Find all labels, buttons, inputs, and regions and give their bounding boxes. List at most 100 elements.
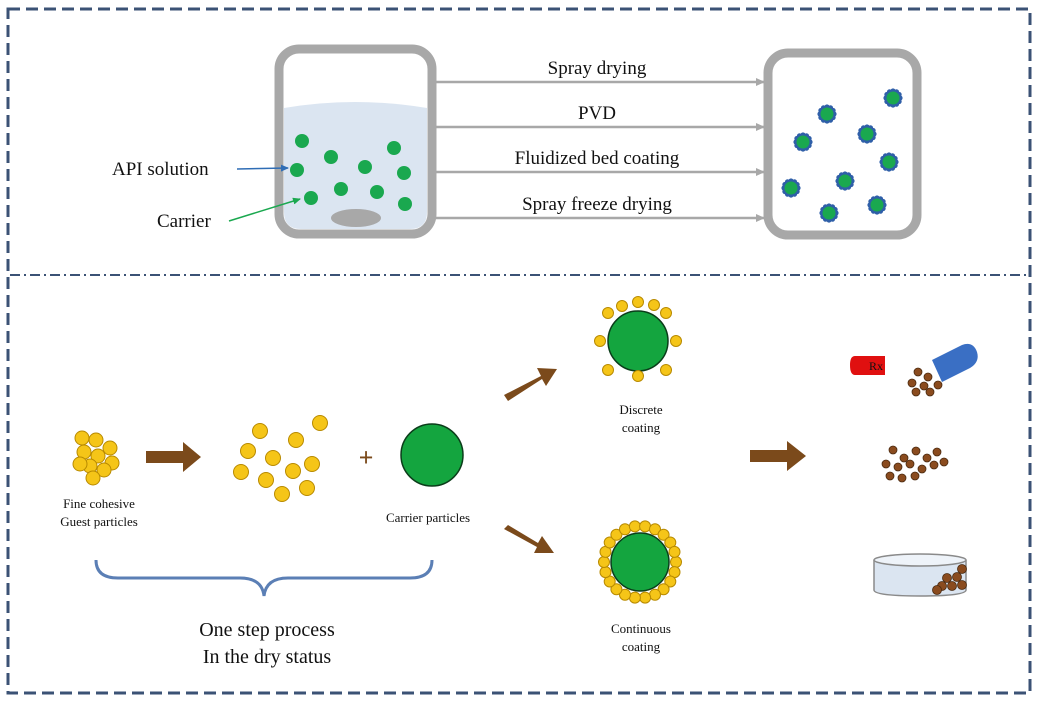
guest-particle [102, 440, 118, 456]
source-vessel [274, 44, 437, 239]
guest-bump [657, 528, 670, 541]
guest-particle [312, 415, 328, 431]
guest-bump [628, 520, 641, 533]
guest-label-line1: Fine cohesive [63, 496, 135, 511]
coated-core [822, 206, 836, 220]
coated-particle [835, 171, 855, 191]
guest-bump [648, 299, 660, 311]
guest-particle [90, 448, 106, 464]
powder-grain [911, 446, 921, 456]
guest-bump [602, 364, 614, 376]
powder-grain [881, 459, 891, 469]
process-line1: One step process [199, 619, 335, 641]
powder-grain [932, 447, 942, 457]
guest-bump [602, 307, 614, 319]
rx-text: Rx [869, 359, 883, 373]
continuous-line1: Continuous [611, 621, 671, 636]
powder-grain [910, 471, 920, 481]
guest-particle-cluster [72, 430, 120, 486]
guest-particle [85, 470, 101, 486]
guest-bump [598, 556, 610, 568]
coated-particle [883, 88, 903, 108]
api-solution-label: API solution [112, 159, 209, 180]
powder-grain [905, 459, 915, 469]
powder-grain [885, 471, 895, 481]
method-fluidized-bed: Fluidized bed coating [515, 148, 680, 169]
powder-grain [888, 445, 898, 455]
guest-particle [285, 463, 301, 479]
coated-core [820, 107, 834, 121]
guest-bump [660, 307, 672, 319]
powder-grain [952, 572, 962, 582]
coated-particle [793, 132, 813, 152]
powder-grain [957, 580, 967, 590]
carrier-particle [400, 423, 464, 487]
guest-particle [88, 432, 104, 448]
powder-grain [932, 585, 942, 595]
powder-grain [939, 457, 949, 467]
guest-bump [610, 583, 623, 596]
guest-bump [649, 588, 661, 601]
dish-icon [873, 553, 967, 597]
guest-particle [299, 480, 315, 496]
method-spray-drying: Spray drying [548, 58, 647, 79]
guest-bump [632, 296, 644, 308]
powder-grain [957, 564, 967, 574]
guest-particle [288, 432, 304, 448]
brown-arrow-1 [146, 442, 201, 472]
guest-bump [668, 545, 681, 558]
carrier-pointer [228, 197, 301, 222]
guest-bump [616, 300, 628, 312]
coated-particle [819, 203, 839, 223]
guest-particle [304, 456, 320, 472]
powder-grain [922, 453, 932, 463]
coated-core [796, 135, 810, 149]
coated-core [860, 127, 874, 141]
guest-label-line2: Guest particles [60, 514, 138, 529]
powder-grain [925, 387, 935, 397]
powder-grain [942, 573, 952, 583]
guest-bump [670, 335, 682, 347]
guest-particle [265, 450, 281, 466]
powder-grain [897, 473, 907, 483]
coated-particle [817, 104, 837, 124]
powder-grain [933, 380, 943, 390]
method-spray-freeze: Spray freeze drying [522, 194, 672, 215]
carrier-particles-label: Carrier particles [386, 510, 470, 525]
powder-grain [929, 460, 939, 470]
coated-core [882, 155, 896, 169]
guest-bump [628, 591, 641, 604]
guest-bump [610, 528, 623, 541]
guest-bump [657, 583, 670, 596]
powder-grain [911, 387, 921, 397]
guest-particle [252, 423, 268, 439]
guest-bump [599, 566, 612, 579]
coated-particles [781, 88, 903, 223]
guest-particle [233, 464, 249, 480]
guest-bump [594, 335, 606, 347]
coated-core [784, 181, 798, 195]
guest-bump [639, 520, 652, 533]
discrete-line2: coating [622, 420, 661, 435]
guest-particle [240, 443, 256, 459]
coated-particle [879, 152, 899, 172]
dish-powder [932, 564, 967, 595]
api-solution-pointer [236, 164, 289, 172]
powder-pile [881, 445, 949, 483]
brown-arrow-down [504, 525, 554, 553]
guest-particle [258, 472, 274, 488]
guest-bump [619, 523, 631, 536]
continuous-coating-particle [598, 520, 682, 604]
brown-arrow-up [504, 368, 557, 401]
guest-bump [619, 588, 631, 601]
guest-bump [649, 523, 661, 536]
guest-bump [632, 370, 644, 382]
powder-grain [923, 372, 933, 382]
coated-core [886, 91, 900, 105]
powder-grain [917, 464, 927, 474]
product-vessel [763, 48, 922, 240]
guest-particle [72, 456, 88, 472]
coated-particle [867, 195, 887, 215]
powder-grain [919, 381, 929, 391]
